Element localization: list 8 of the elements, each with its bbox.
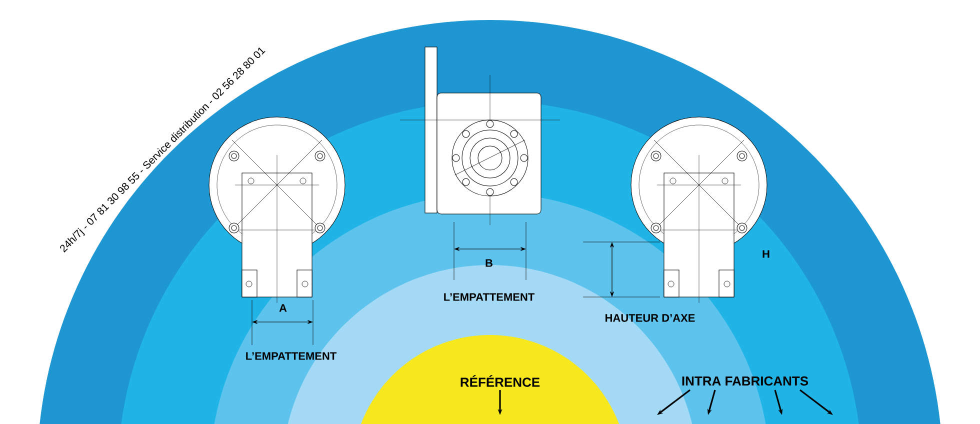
label: B xyxy=(486,259,492,267)
label: HAUTEUR D’AXE xyxy=(606,314,695,322)
heading-text: INTRA FABRICANTS xyxy=(682,376,808,386)
label: L’EMPATTEMENT xyxy=(444,293,535,301)
heading-text: RÉFÉRENCE xyxy=(460,375,540,387)
label: L’EMPATTEMENT xyxy=(246,352,337,360)
label: H xyxy=(762,250,770,258)
label: A xyxy=(279,304,287,312)
